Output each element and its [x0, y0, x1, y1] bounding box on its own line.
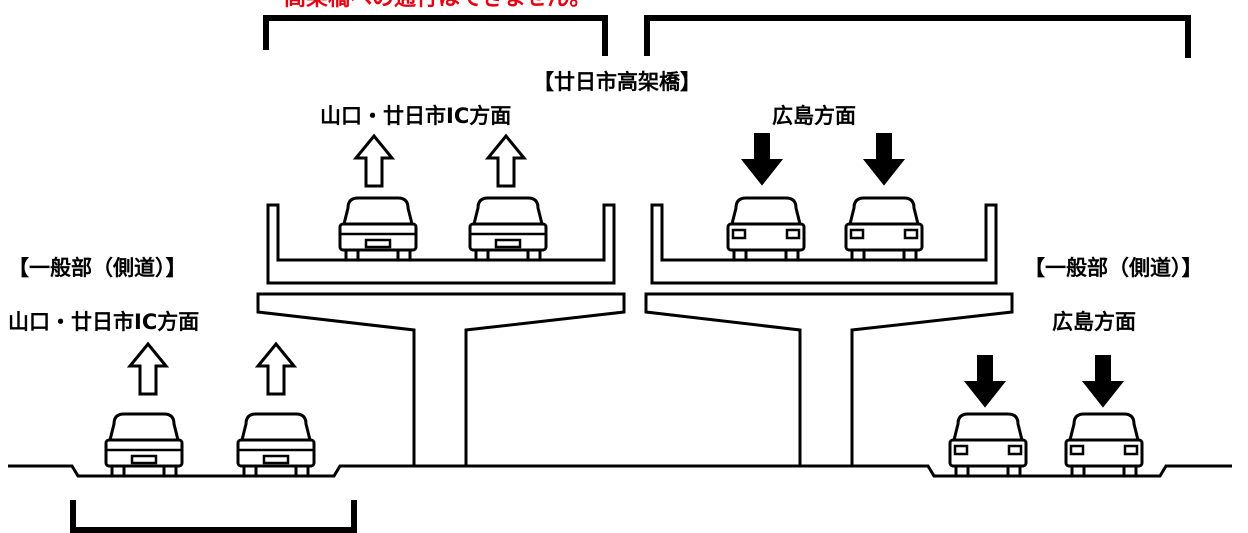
viaduct-left-direction: 山口・廿日市IC方面	[320, 104, 512, 128]
ground-line	[8, 464, 1232, 478]
viaduct-deck-right	[650, 203, 998, 285]
viaduct-right-direction: 広島方面	[772, 104, 856, 128]
top-bracket-left	[263, 15, 608, 56]
car-side-left-1	[104, 412, 184, 478]
filled-down-arrow-icon	[864, 133, 904, 185]
car-side-right-2	[1064, 412, 1144, 478]
car-side-left-2	[236, 412, 316, 478]
car-side-right-1	[948, 412, 1028, 478]
outline-up-arrow-icon	[354, 134, 394, 188]
outline-up-arrow-icon	[128, 342, 168, 396]
side-right-direction: 広島方面	[1052, 310, 1136, 334]
car-viaduct-left-2	[468, 196, 548, 262]
outline-up-arrow-icon	[256, 342, 296, 396]
bottom-bracket	[70, 500, 357, 533]
viaduct-deck-left	[266, 203, 616, 285]
side-left-direction: 山口・廿日市IC方面	[8, 310, 200, 334]
top-warning-note: 高架橋への通行はできません。	[284, 0, 591, 10]
car-viaduct-right-1	[726, 196, 806, 262]
outline-up-arrow-icon	[486, 134, 526, 188]
filled-down-arrow-icon	[965, 355, 1005, 407]
side-left-title: 【一般部（側道）】	[8, 256, 187, 280]
side-right-title: 【一般部（側道）】	[1024, 256, 1203, 280]
filled-down-arrow-icon	[742, 133, 782, 185]
car-viaduct-left-1	[338, 196, 418, 262]
car-viaduct-right-2	[844, 196, 924, 262]
filled-down-arrow-icon	[1083, 355, 1123, 407]
viaduct-title: 【廿日市高架橋】	[533, 70, 701, 94]
top-bracket-right	[644, 15, 1191, 58]
